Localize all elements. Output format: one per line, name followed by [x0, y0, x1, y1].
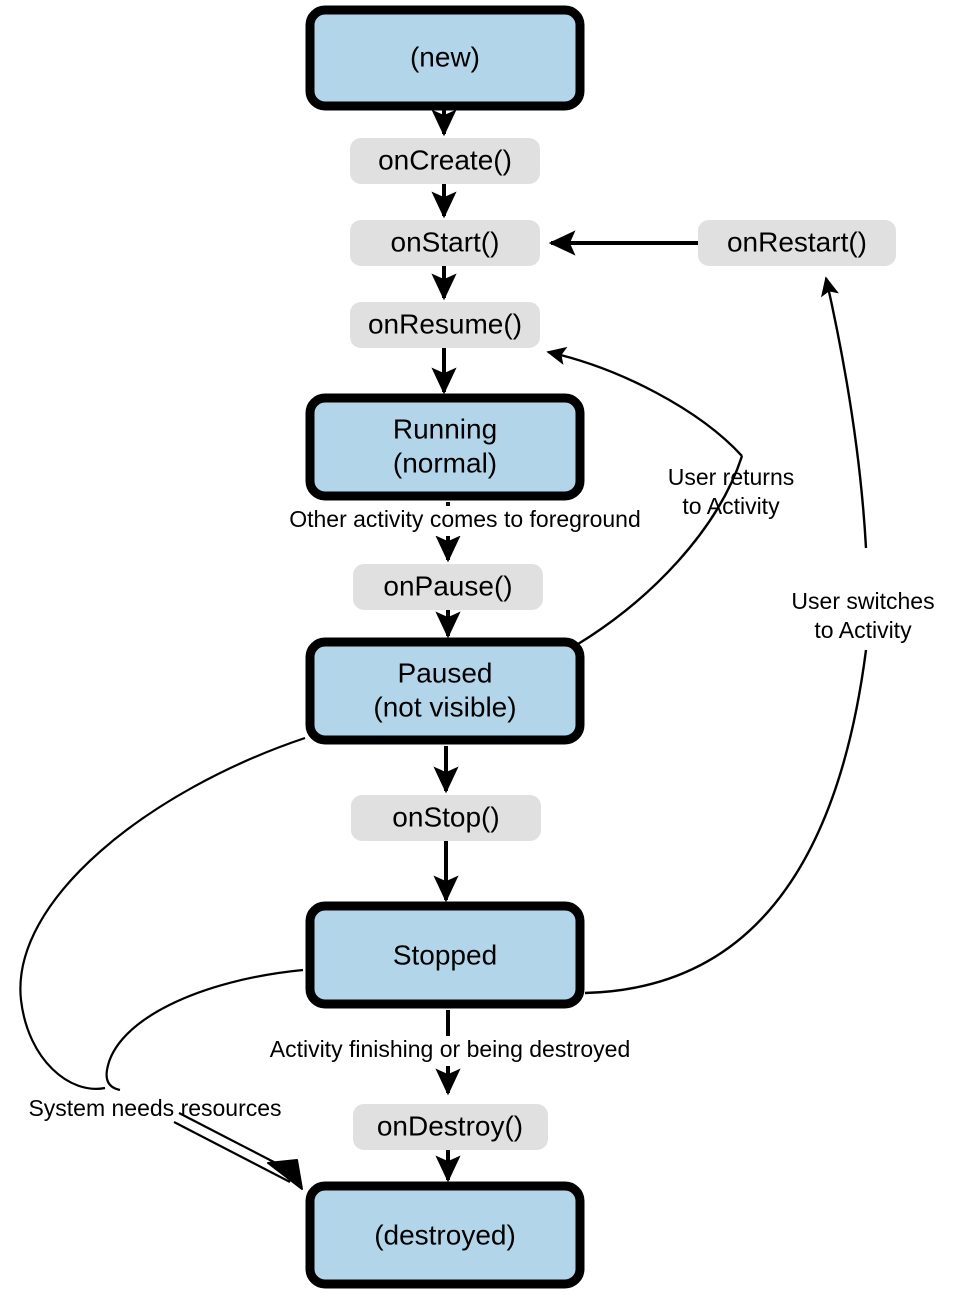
edge-label-user-returns-line2: to Activity: [682, 493, 780, 519]
connector-system-resources-arrow-edge1: [173, 1121, 291, 1183]
state-box-stopped-label: Stopped: [393, 939, 497, 970]
callback-pill-onstart[interactable]: onStart(): [350, 220, 540, 266]
state-box-new-label: (new): [410, 41, 480, 72]
callback-pill-ondestroy-rect: [353, 1104, 548, 1150]
callback-pill-onpause-rect: [353, 564, 543, 610]
callback-pill-onstop[interactable]: onStop(): [351, 795, 541, 841]
curved-connectors: [19, 230, 868, 1190]
callback-pill-onrestart-label: onRestart(): [727, 226, 867, 257]
edge-label-activity-finishing-backdrop: [272, 1036, 630, 1066]
state-box-stopped[interactable]: Stopped: [305, 901, 585, 1009]
state-box-running-rect: [305, 393, 585, 501]
callback-pill-onstart-rect: [350, 220, 540, 266]
connector-paused-to-onresume-lower: [577, 455, 744, 646]
state-boxes: (new) Running (normal) Paused (not visib…: [305, 5, 585, 1289]
state-box-paused-label-line2: (not visible): [373, 691, 516, 722]
connector-stopped-to-onrestart-lower: [584, 649, 868, 995]
state-box-paused-rect: [305, 637, 585, 745]
state-box-running-label-line1: Running: [393, 413, 497, 444]
edge-label-other-activity-backdrop: [292, 506, 636, 536]
state-box-running-label-line2: (normal): [393, 447, 497, 478]
edge-label-user-switches-line2: to Activity: [814, 617, 912, 643]
callback-pill-onstart-label: onStart(): [391, 226, 500, 257]
state-box-destroyed-label: (destroyed): [374, 1219, 516, 1250]
edge-label-activity-finishing: Activity finishing or being destroyed: [270, 1036, 631, 1062]
state-box-stopped-rect: [305, 901, 585, 1009]
state-box-paused[interactable]: Paused (not visible): [305, 637, 585, 745]
connector-paused-to-destroyed-arc: [19, 736, 306, 1090]
state-box-paused-label-line1: Paused: [398, 657, 493, 688]
state-box-new[interactable]: (new): [305, 5, 585, 111]
state-box-new-rect: [305, 5, 585, 111]
callback-pill-oncreate-label: onCreate(): [378, 144, 512, 175]
callback-pill-onstop-rect: [351, 795, 541, 841]
connector-stopped-to-onrestart-upper: [820, 276, 868, 549]
state-box-running[interactable]: Running (normal): [305, 393, 585, 501]
callback-pill-ondestroy[interactable]: onDestroy(): [353, 1104, 548, 1150]
callback-pill-onrestart[interactable]: onRestart(): [698, 220, 896, 266]
callback-pill-onpause-label: onPause(): [383, 570, 512, 601]
callback-pill-ondestroy-label: onDestroy(): [377, 1110, 523, 1141]
edge-label-system-needs-resources: System needs resources: [28, 1095, 281, 1121]
state-box-destroyed[interactable]: (destroyed): [305, 1181, 585, 1289]
callback-pill-onresume[interactable]: onResume(): [350, 302, 540, 348]
edge-labels: Other activity comes to foreground Activ…: [28, 464, 934, 1121]
callback-pill-onresume-label: onResume(): [368, 308, 522, 339]
edge-label-other-activity-foreground: Other activity comes to foreground: [289, 506, 641, 532]
state-box-destroyed-rect: [305, 1181, 585, 1289]
edge-label-user-returns-line1: User returns: [668, 464, 795, 490]
connector-paused-to-onresume-upper: [546, 346, 743, 457]
connector-stopped-to-destroyed-arc: [105, 968, 304, 1092]
callback-pill-onstop-label: onStop(): [392, 801, 499, 832]
callback-pill-oncreate[interactable]: onCreate(): [350, 138, 540, 184]
connector-system-resources-arrowhead: [267, 1159, 303, 1190]
edge-label-user-switches-line1: User switches: [791, 588, 934, 614]
callback-pill-onpause[interactable]: onPause(): [353, 564, 543, 610]
callback-pill-onresume-rect: [350, 302, 540, 348]
callback-pills: onCreate() onStart() onResume() onPause(…: [350, 138, 896, 1150]
callback-pill-onrestart-rect: [698, 220, 896, 266]
callback-pill-oncreate-rect: [350, 138, 540, 184]
